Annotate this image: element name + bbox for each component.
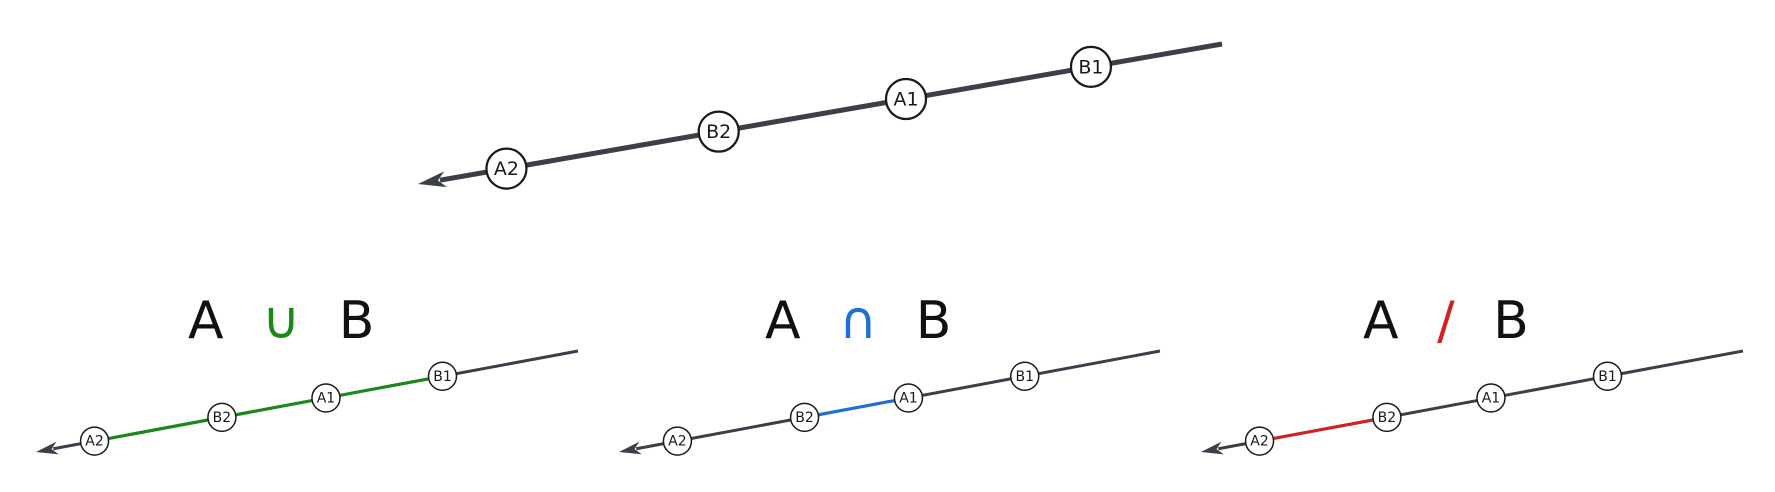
main-marker-b2-circle xyxy=(697,110,740,153)
intersection-marker-b2-circle xyxy=(789,402,820,433)
intersection-marker-a1-label: A1 xyxy=(899,390,917,406)
main-marker-a1: A1 xyxy=(884,77,928,121)
difference-marker-b1-label: B1 xyxy=(1598,369,1617,385)
intersection-symbol: ∩ xyxy=(839,291,877,351)
difference-highlight-segment xyxy=(1259,415,1388,443)
union-marker-b2: B2 xyxy=(207,402,237,433)
union-marker-a2-label: A2 xyxy=(85,434,103,450)
main-marker-b1-label: B1 xyxy=(1078,56,1103,78)
svg-text:A ∪ B: A ∪ B xyxy=(188,291,374,351)
union-number-line: A2 B2 A1 B1 xyxy=(36,349,579,456)
union-symbol: ∪ xyxy=(262,291,300,351)
main-number-line: A2 B2 A1 B1 xyxy=(418,41,1223,190)
union-marker-a1: A1 xyxy=(311,383,341,413)
difference-left-operand: A xyxy=(1363,291,1399,351)
svg-text:A ∩ B: A ∩ B xyxy=(765,291,951,351)
union-marker-a2-circle xyxy=(79,426,110,456)
main-marker-b1-circle xyxy=(1069,45,1113,88)
difference-panel: A / B A2 B2 A1 B1 xyxy=(1201,291,1744,456)
union-right-operand: B xyxy=(339,291,375,351)
difference-marker-a1-label: A1 xyxy=(1482,390,1500,406)
intersection-marker-b2: B2 xyxy=(789,402,820,433)
union-marker-b1-label: B1 xyxy=(433,369,452,385)
intersection-marker-a2-label: A2 xyxy=(668,434,686,450)
difference-marker-a1-circle xyxy=(1476,383,1506,413)
difference-marker-a1: A1 xyxy=(1476,383,1506,413)
union-marker-a1-label: A1 xyxy=(317,390,335,406)
intersection-marker-b1-label: B1 xyxy=(1015,369,1034,385)
difference-arrow-left-icon xyxy=(1201,441,1224,455)
union-marker-b2-label: B2 xyxy=(213,410,232,426)
intersection-panel: A ∩ B A2 B2 A1 B1 xyxy=(619,291,1161,456)
union-marker-a1-circle xyxy=(311,383,341,413)
union-arrow-left-icon xyxy=(36,441,59,455)
intersection-number-line: A2 B2 A1 B1 xyxy=(619,349,1161,456)
union-left-operand: A xyxy=(188,291,224,351)
main-marker-a2-label: A2 xyxy=(494,158,519,180)
intersection-marker-b1-circle xyxy=(1010,361,1040,391)
intersection-right-operand: B xyxy=(916,291,952,351)
difference-right-operand: B xyxy=(1493,291,1529,351)
difference-marker-a2-label: A2 xyxy=(1250,434,1268,450)
intersection-marker-b2-label: B2 xyxy=(795,410,814,426)
union-marker-a2: A2 xyxy=(79,426,110,456)
intersection-marker-b1: B1 xyxy=(1010,361,1040,391)
difference-marker-b1-circle xyxy=(1592,361,1623,391)
difference-marker-b2: B2 xyxy=(1372,402,1402,433)
intersection-highlight-segment xyxy=(804,396,909,419)
main-marker-a1-label: A1 xyxy=(893,89,918,111)
main-marker-a2: A2 xyxy=(485,147,528,190)
union-marker-b2-circle xyxy=(207,402,237,433)
main-marker-b2-label: B2 xyxy=(706,121,731,143)
main-marker-a2-circle xyxy=(485,147,528,190)
intersection-marker-a2: A2 xyxy=(662,426,693,456)
intersection-arrow-left-icon xyxy=(619,441,642,455)
difference-marker-b1: B1 xyxy=(1592,361,1623,391)
main-marker-a1-circle xyxy=(884,77,928,121)
difference-symbol: / xyxy=(1437,291,1455,351)
intersection-marker-a2-circle xyxy=(662,426,693,456)
union-marker-b1: B1 xyxy=(427,361,458,391)
main-marker-b2: B2 xyxy=(697,110,740,153)
intersection-marker-a1-circle xyxy=(893,383,924,413)
main-arrow-left-icon xyxy=(418,171,447,188)
difference-number-line: A2 B2 A1 B1 xyxy=(1201,349,1744,456)
difference-marker-b2-circle xyxy=(1372,402,1402,433)
union-marker-b1-circle xyxy=(427,361,458,391)
intersection-left-operand: A xyxy=(765,291,801,351)
svg-text:A / B: A / B xyxy=(1363,291,1529,351)
difference-marker-b2-label: B2 xyxy=(1378,410,1397,426)
union-highlight-segment xyxy=(94,374,443,443)
main-marker-b1: B1 xyxy=(1069,45,1113,88)
difference-marker-a2: A2 xyxy=(1244,426,1275,456)
union-panel: A ∪ B A2 B2 A1 B1 xyxy=(36,291,579,456)
difference-marker-a2-circle xyxy=(1244,426,1275,456)
intersection-marker-a1: A1 xyxy=(893,383,924,413)
